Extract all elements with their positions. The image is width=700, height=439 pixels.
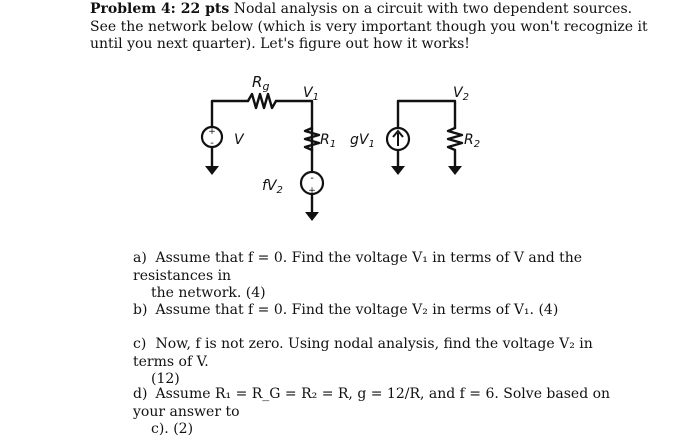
question-label: b) [133,302,148,318]
question-text: Assume that f = 0. Find the voltage V₁ i… [133,250,583,284]
wire-right-top [396,99,457,130]
ground-current-source [391,166,405,175]
question-c: c) Now, f is not zero. Using nodal analy… [133,336,613,389]
question-b: b) Assume that f = 0. Find the voltage V… [133,302,613,320]
ground-right [448,166,462,175]
resistor-rg [246,92,278,110]
question-text: Now, f is not zero. Using nodal analysis… [133,336,593,370]
question-label: d) [133,386,148,402]
wire-left-top [210,99,250,129]
dvs-plus: + [308,186,316,196]
question-text: Assume R₁ = R_G = R₂ = R, g = 12/R, and … [133,386,611,420]
label-v2: V2 [453,85,469,103]
problem-heading: Problem 4: 22 pts [90,1,230,17]
label-v: V [234,132,245,148]
vs-plus: + [208,127,216,137]
voltage-source-v [200,125,224,149]
label-v1: V1 [303,85,319,103]
problem-text: Nodal analysis on a circuit with two dep… [90,1,648,52]
question-label: c) [133,336,147,352]
label-gv1: gV1 [350,132,375,150]
label-rg: Rg [252,73,269,93]
vs-minus: - [210,138,214,149]
question-a: a) Assume that f = 0. Find the voltage V… [133,250,613,303]
question-d: d) Assume R₁ = R_G = R₂ = R, g = 12/R, a… [133,386,613,439]
question-text-cont: the network. (4) [151,285,266,301]
wire-node-v1 [274,99,314,174]
question-text: Assume that f = 0. Find the voltage V₂ i… [155,302,559,318]
ground-left [205,166,219,175]
question-text-cont: (12) [151,371,180,387]
label-r2: R2 [464,132,480,150]
resistor-r1 [303,126,321,152]
resistor-r2 [446,126,464,168]
question-text-cont: c). (2) [151,421,194,437]
arrow-up-icon [392,129,404,146]
dvs-minus: - [310,173,314,184]
question-label: a) [133,250,147,266]
problem-intro: Problem 4: 22 pts Nodal analysis on a ci… [90,1,650,54]
label-r1: R1 [320,132,336,150]
ground-middle [305,212,319,221]
dependent-voltage-source-fv2 [299,170,325,196]
circuit-diagram: + - - + Rg V1 V2 V R1 gV1 R2 fV2 [200,73,480,221]
label-fv2: fV2 [262,178,283,196]
